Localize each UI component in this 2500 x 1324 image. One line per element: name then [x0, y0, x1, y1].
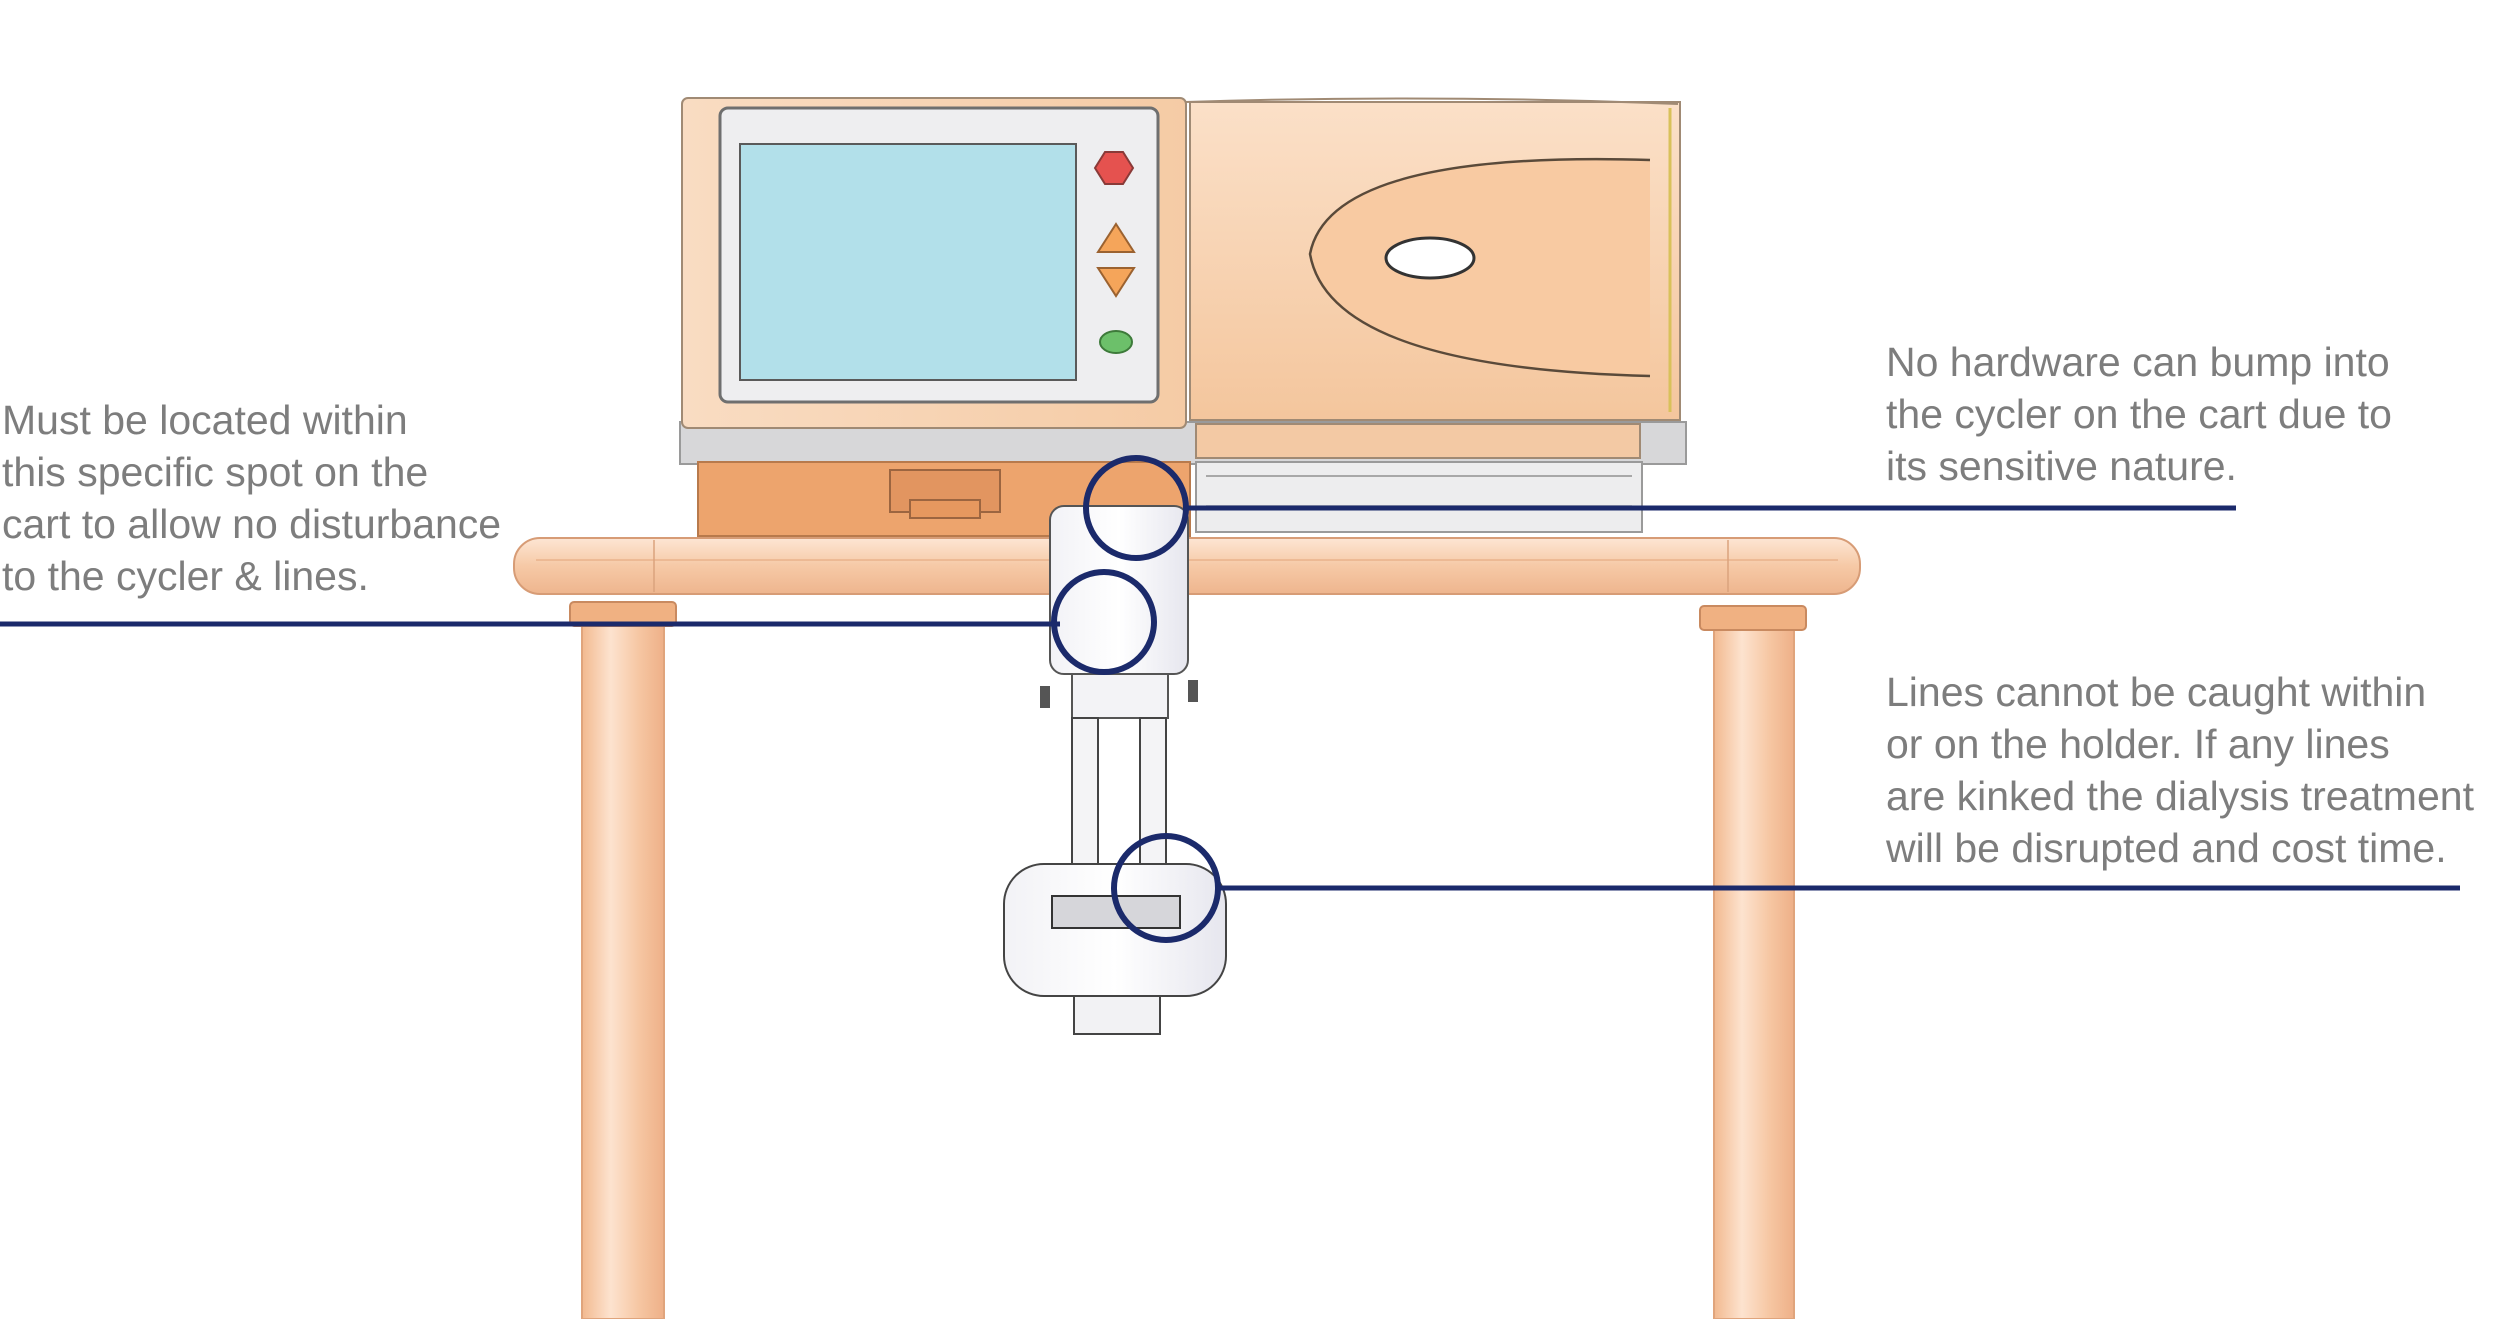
annotation-right-top-line: the cycler on the cart due to	[1886, 391, 2392, 437]
annotation-left-line: this specific spot on the	[2, 449, 429, 495]
triangle-up-icon	[1096, 222, 1136, 253]
highlight-circles	[1051, 455, 1221, 943]
cycler-front-panel	[681, 97, 1187, 429]
annotation-right-top-line: No hardware can bump into	[1886, 339, 2390, 385]
cycler-holder-arm	[1071, 717, 1167, 869]
oval-go-icon	[1099, 330, 1133, 354]
highlight-circle-bottom	[1111, 833, 1221, 943]
annotation-left-line: cart to allow no disturbance	[2, 501, 502, 547]
annotation-left-line: to the cycler & lines.	[2, 553, 369, 599]
annotation-left: Must be located within this specific spo…	[2, 394, 501, 602]
annotation-right-bottom-line: Lines cannot be caught within	[1886, 669, 2427, 715]
hexagon-stop-icon	[1093, 151, 1135, 185]
highlight-circle-top	[1083, 455, 1189, 561]
cart-leg-right	[1699, 605, 1807, 1320]
cart-leg-left	[569, 601, 677, 1320]
annotation-right-bottom-line: are kinked the dialysis treatment	[1886, 773, 2474, 819]
annotation-right-bottom-line: will be disrupted and cost time.	[1886, 825, 2447, 871]
cycler-screen	[739, 143, 1077, 381]
annotation-right-top-line: its sensitive nature.	[1886, 443, 2237, 489]
annotation-right-bottom-line: or on the holder. If any lines	[1886, 721, 2390, 767]
cycler-lid	[1185, 97, 1681, 459]
highlight-circle-middle	[1051, 569, 1157, 675]
annotation-right-top: No hardware can bump into the cycler on …	[1886, 336, 2392, 492]
triangle-down-icon	[1096, 267, 1136, 298]
annotation-left-line: Must be located within	[2, 397, 408, 443]
annotation-lines	[0, 505, 2460, 891]
annotation-right-bottom: Lines cannot be caught within or on the …	[1886, 666, 2474, 874]
